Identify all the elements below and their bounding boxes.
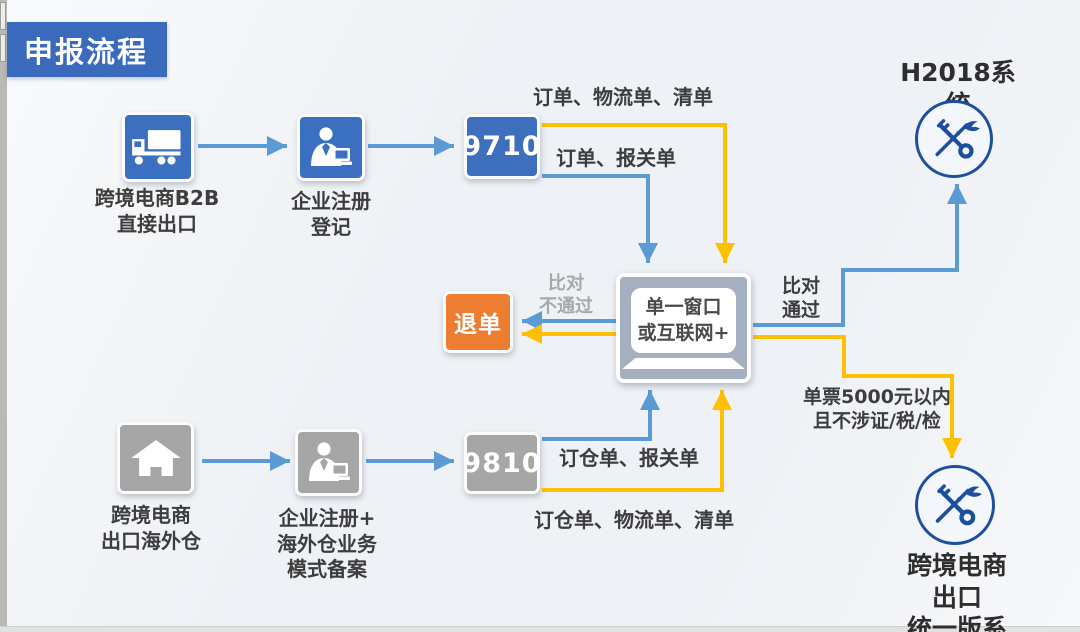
- customs-emblem-icon: [935, 119, 980, 159]
- code-9810-text: 9810: [462, 447, 542, 479]
- bottom-window-edge: [0, 626, 1080, 632]
- arrow-9810-to-window-blue: [542, 390, 660, 441]
- person-laptop-icon: [308, 441, 350, 481]
- scrollbar-thumb[interactable]: [0, 2, 6, 30]
- condition-label: 单票5000元以内 且不涉证/税/检: [803, 386, 951, 433]
- code-9710-node: 9710: [462, 114, 542, 179]
- h2018-system-node: [915, 100, 993, 178]
- scrollbar-segment: [0, 34, 6, 62]
- left-scrollbar[interactable]: [0, 0, 7, 632]
- truck-node: [122, 112, 194, 182]
- single-window-node: 单一窗口 或互联网+: [616, 273, 751, 383]
- warehouse-node: [117, 422, 194, 494]
- edge-label-order-customs: 订单、报关单: [556, 146, 676, 170]
- register-node: [297, 114, 365, 181]
- code-9710-text: 9710: [462, 131, 542, 162]
- arrow-9810-to-window-yellow: [542, 390, 732, 492]
- person-laptop-icon: [311, 126, 352, 166]
- warehouse-label: 跨境电商 出口海外仓: [101, 503, 201, 553]
- house-icon: [130, 440, 181, 476]
- truck-label: 跨境电商B2B 直接出口: [94, 186, 220, 236]
- register2-label: 企业注册+ 海外仓业务 模式备案: [277, 506, 377, 582]
- edge-label-warehouse-customs: 订仓单、报关单: [559, 446, 699, 470]
- page-title: 申报流程: [7, 22, 167, 77]
- unified-system-node: [915, 465, 995, 545]
- register2-node: [295, 429, 362, 496]
- edge-label-warehouse-logistics-list: 订仓单、物流单、清单: [534, 508, 734, 532]
- single-window-label: 单一窗口 或互联网+: [631, 288, 736, 353]
- customs-emblem-icon: [935, 484, 982, 526]
- arrow-9710-to-window-blue: [542, 174, 658, 263]
- unified-system-label: 跨境电商出口 统一版系统: [906, 551, 1007, 632]
- refund-node: 退单: [443, 291, 513, 353]
- refund-label: 退单: [454, 312, 502, 338]
- compare-fail-label: 比对 不通过: [539, 273, 593, 318]
- truck-icon: [132, 130, 181, 165]
- edge-label-order-logistics-list: 订单、物流单、清单: [533, 85, 713, 109]
- register-label: 企业注册 登记: [291, 189, 371, 239]
- code-9810-node: 9810: [462, 432, 542, 494]
- compare-pass-label: 比对 通过: [781, 275, 821, 322]
- laptop-base: [622, 358, 745, 369]
